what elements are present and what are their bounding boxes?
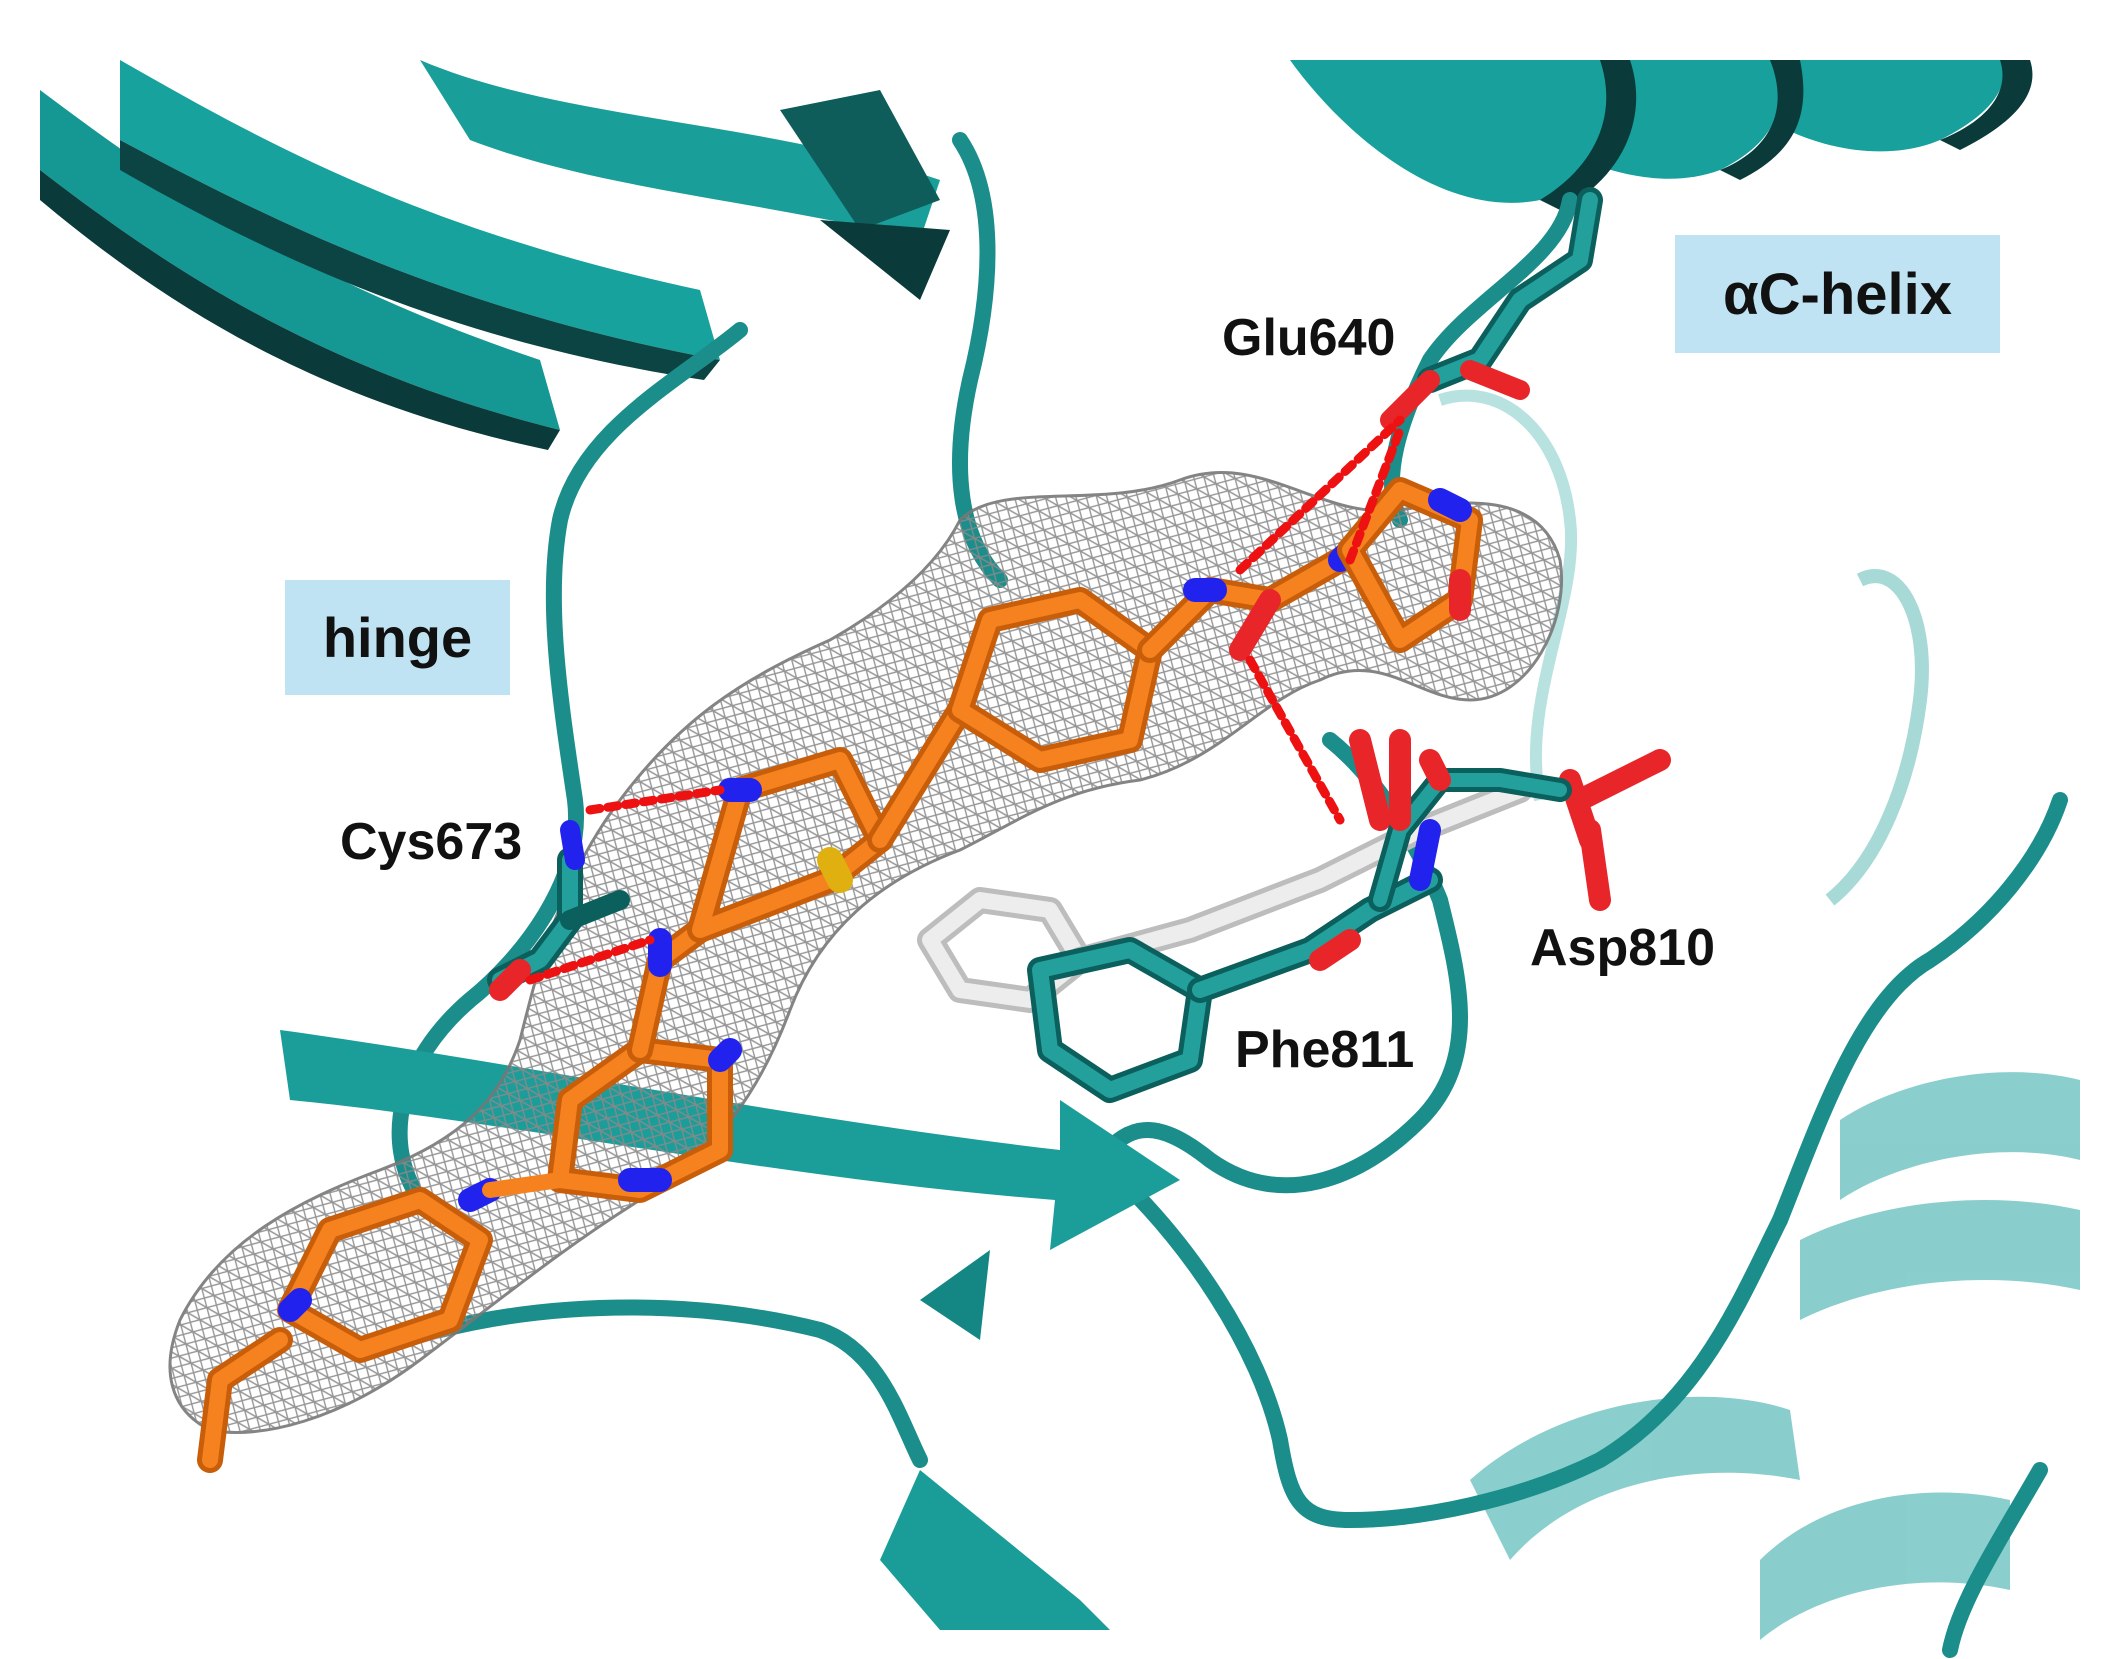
hydrogen-bonds — [525, 415, 1405, 985]
ac-helix-ribbon — [1290, 60, 2033, 210]
glu640-label: Glu640 — [1222, 309, 1396, 367]
hinge-label: hinge — [285, 580, 510, 695]
ligand — [197, 477, 1483, 1473]
protein-loops — [391, 132, 2068, 1658]
beta-sheet-top-left — [40, 60, 950, 450]
ac-helix-label: αC-helix — [1675, 235, 2000, 353]
cys673-label: Cys673 — [340, 813, 523, 871]
residue-sticks — [487, 187, 1611, 1103]
phe811-label: Phe811 — [1235, 1021, 1415, 1079]
asp810-label: Asp810 — [1530, 919, 1715, 977]
background-helices — [1438, 389, 2080, 1640]
